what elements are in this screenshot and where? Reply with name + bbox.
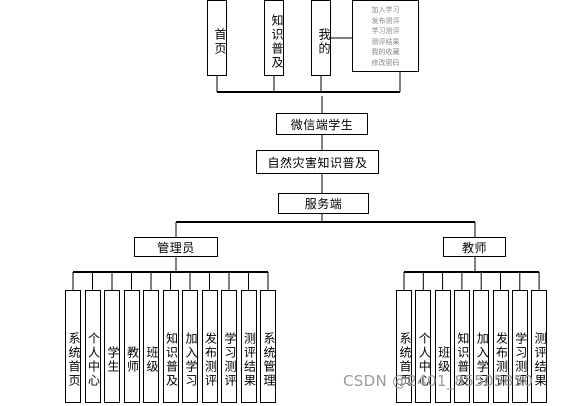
admin-module-box: 发布测评 xyxy=(201,290,218,403)
system-level-box: 自然灾害知识普及 xyxy=(256,150,379,174)
watermark-text: CSDN @2401_85505850 xyxy=(343,372,534,390)
admin-module-box: 学习测评 xyxy=(221,290,237,403)
teacher-module-box: 测评结果 xyxy=(531,290,548,403)
teacher-module-box: 加入学习 xyxy=(473,290,490,403)
menu-home-box: 首页 xyxy=(207,0,227,76)
teacher-module-box: 学习测评 xyxy=(511,290,528,403)
admin-module-box: 知识普及 xyxy=(162,290,179,403)
admin-module-box: 加入学习 xyxy=(182,290,198,403)
admin-module-box: 学生 xyxy=(104,290,120,403)
admin-module-box: 教师 xyxy=(123,290,140,403)
mine-item: 学习测评 xyxy=(371,27,400,36)
teacher-module-box: 个人中心 xyxy=(415,290,432,403)
teacher-role-box: 教师 xyxy=(443,237,506,257)
teacher-module-box: 发布测评 xyxy=(492,290,509,403)
mine-item: 我的收藏 xyxy=(371,48,400,57)
admin-module-box: 测评结果 xyxy=(240,290,257,403)
mine-item: 测评结果 xyxy=(371,37,400,46)
menu-mine-box: 我的 xyxy=(311,0,331,76)
client-level-box: 微信端学生 xyxy=(276,113,368,135)
mine-item: 加入学习 xyxy=(371,6,400,14)
admin-module-box: 系统首页 xyxy=(65,290,81,403)
mine-items-notes: 加入学习 发布测评 学习测评 测评结果 我的收藏 修改密码 xyxy=(352,0,419,72)
server-level-box: 服务端 xyxy=(278,193,369,214)
admin-module-box: 个人中心 xyxy=(84,290,101,403)
teacher-module-box: 系统首页 xyxy=(396,290,412,403)
admin-module-box: 班级 xyxy=(143,290,159,403)
mine-item: 发布测评 xyxy=(371,16,400,25)
menu-knowledge-box: 知识普及 xyxy=(264,0,284,76)
admin-module-box: 系统管理 xyxy=(260,290,276,403)
teacher-module-box: 知识普及 xyxy=(453,290,470,403)
mine-item: 修改密码 xyxy=(371,58,400,67)
admin-role-box: 管理员 xyxy=(134,237,218,257)
teacher-module-box: 班级 xyxy=(434,290,451,403)
